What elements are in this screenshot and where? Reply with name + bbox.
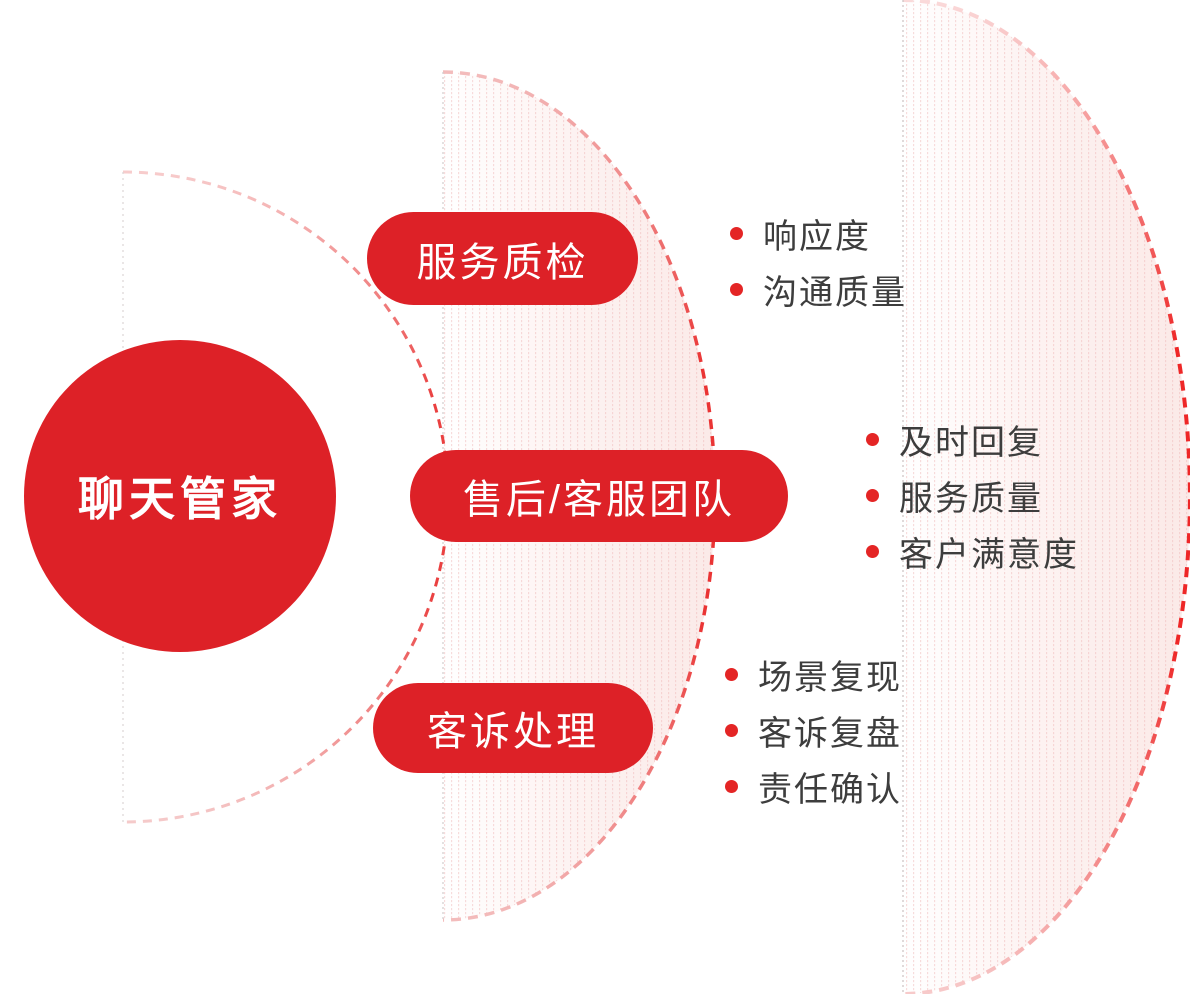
branch-items-complaint-handling: 场景复现 客诉复盘 责任确认 <box>725 646 902 814</box>
right-segment-stripe-overlay <box>903 0 1190 994</box>
right-segment-dashed-arc <box>902 0 1190 994</box>
branch-pill-label: 售后/客服团队 <box>462 478 736 522</box>
branch-pill-service-quality-inspection: 服务质检 <box>367 212 638 305</box>
bullet-dot-icon <box>866 488 879 502</box>
bullet-dot-icon <box>725 779 738 793</box>
right-segment-shape <box>902 0 1190 994</box>
list-item-label: 响应度 <box>763 217 871 256</box>
list-item: 客诉复盘 <box>725 702 902 758</box>
list-item-label: 服务质量 <box>899 479 1043 518</box>
list-item-label: 责任确认 <box>758 770 902 809</box>
list-item: 场景复现 <box>725 646 902 702</box>
branch-pill-complaint-handling: 客诉处理 <box>373 683 653 773</box>
center-node: 聊天管家 <box>24 340 336 652</box>
bullet-dot-icon <box>730 282 743 296</box>
branch-pill-label: 服务质检 <box>416 240 589 285</box>
branch-pill-label: 客诉处理 <box>427 710 599 754</box>
bullet-dot-icon <box>730 226 743 240</box>
list-item: 及时回复 <box>866 411 1079 467</box>
list-item: 服务质量 <box>866 467 1079 523</box>
list-item-label: 及时回复 <box>899 423 1043 462</box>
list-item-label: 沟通质量 <box>763 273 907 312</box>
list-item: 响应度 <box>730 205 907 261</box>
inner-ring-dashed-arc <box>122 170 450 824</box>
bullet-dot-icon <box>866 544 879 558</box>
branch-pill-aftersales-service-team: 售后/客服团队 <box>410 450 788 542</box>
bullet-dot-icon <box>725 667 738 681</box>
list-item: 客户满意度 <box>866 523 1079 579</box>
list-item: 沟通质量 <box>730 261 907 317</box>
list-item-label: 场景复现 <box>758 658 902 697</box>
center-node-label: 聊天管家 <box>78 473 282 525</box>
branch-items-service-quality-inspection: 响应度 沟通质量 <box>730 205 907 317</box>
list-item-label: 客诉复盘 <box>758 714 902 753</box>
bullet-dot-icon <box>725 723 738 737</box>
bullet-dot-icon <box>866 432 879 446</box>
list-item: 责任确认 <box>725 758 902 814</box>
list-item-label: 客户满意度 <box>899 535 1079 574</box>
branch-items-aftersales-service-team: 及时回复 服务质量 客户满意度 <box>866 411 1079 579</box>
